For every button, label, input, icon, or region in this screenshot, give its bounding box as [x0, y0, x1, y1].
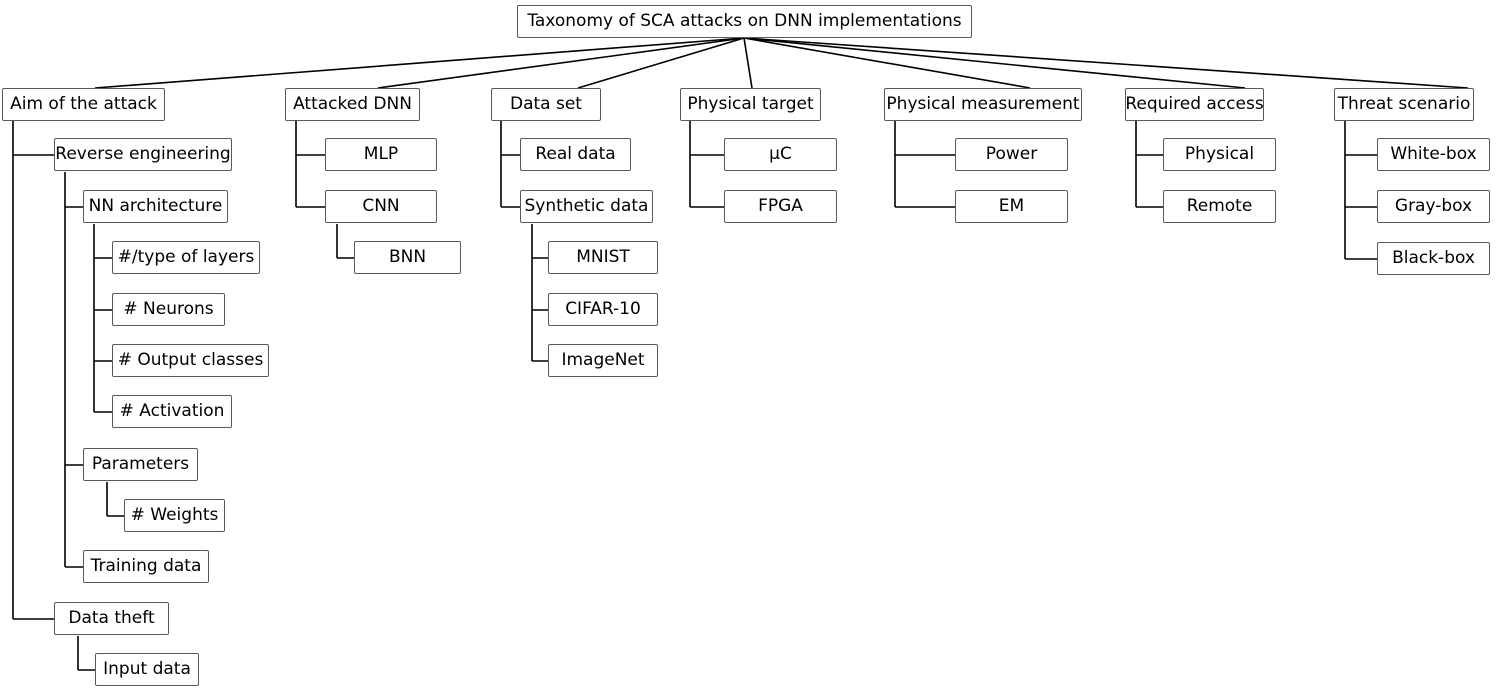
node-remote[interactable]: Remote — [1163, 190, 1276, 223]
node-input-data[interactable]: Input data — [95, 653, 199, 686]
node-label: Physical measurement — [886, 94, 1080, 114]
node-physical-target[interactable]: Physical target — [680, 88, 821, 121]
node-label: Aim of the attack — [10, 94, 157, 114]
node-label: Remote — [1186, 196, 1253, 216]
edge-root-aim-of-the-attack — [94, 37, 745, 89]
node-label: White-box — [1390, 144, 1477, 164]
node-label: Attacked DNN — [293, 94, 412, 114]
node-threat-scenario[interactable]: Threat scenario — [1334, 88, 1474, 121]
node-activation[interactable]: # Activation — [112, 395, 232, 428]
node-label: Threat scenario — [1337, 94, 1471, 114]
node-bnn[interactable]: BNN — [354, 241, 461, 274]
edge-data-theft-children — [77, 636, 95, 671]
node-microcontroller[interactable]: µC — [724, 138, 837, 171]
node-em[interactable]: EM — [955, 190, 1068, 223]
node-label: #/type of layers — [117, 247, 255, 267]
edge-reverse-engineering-children — [64, 172, 83, 568]
node-weights[interactable]: # Weights — [124, 499, 225, 532]
edge-root-attacked-dnn — [377, 37, 745, 89]
node-reverse-engineering[interactable]: Reverse engineering — [54, 138, 232, 171]
edge-root-data-set — [577, 37, 745, 89]
edge-attacked-dnn-children — [295, 121, 325, 208]
edge-synthetic-data-children — [531, 224, 548, 362]
node-physical[interactable]: Physical — [1163, 138, 1276, 171]
node-label: Synthetic data — [524, 196, 649, 216]
node-label: BNN — [388, 247, 427, 267]
node-cifar-10[interactable]: CIFAR-10 — [548, 293, 658, 326]
node-label: # Activation — [119, 401, 225, 421]
node-label: Physical target — [687, 94, 814, 114]
node-aim-of-the-attack[interactable]: Aim of the attack — [2, 88, 165, 121]
node-label: NN architecture — [88, 196, 223, 216]
node-mlp[interactable]: MLP — [325, 138, 437, 171]
node-label: Real data — [535, 144, 616, 164]
edge-cnn-children — [336, 224, 354, 259]
node-cnn[interactable]: CNN — [325, 190, 437, 223]
node-label: # Output classes — [117, 350, 264, 370]
node-physical-measurement[interactable]: Physical measurement — [884, 88, 1082, 121]
node-type-of-layers[interactable]: #/type of layers — [112, 241, 260, 274]
node-label: Gray-box — [1394, 196, 1473, 216]
edge-aim-children — [12, 121, 54, 620]
node-label: # Weights — [130, 505, 219, 525]
node-mnist[interactable]: MNIST — [548, 241, 658, 274]
node-label: Data set — [510, 94, 582, 114]
node-label: Data theft — [68, 608, 155, 628]
edge-physical-target-children — [689, 121, 724, 208]
node-attacked-dnn[interactable]: Attacked DNN — [285, 88, 420, 121]
node-required-access[interactable]: Required access — [1125, 88, 1264, 121]
node-neurons[interactable]: # Neurons — [112, 293, 225, 326]
node-training-data[interactable]: Training data — [83, 550, 209, 583]
node-nn-architecture[interactable]: NN architecture — [83, 190, 228, 223]
node-real-data[interactable]: Real data — [520, 138, 631, 171]
node-label: # Neurons — [123, 299, 214, 319]
node-label: Training data — [90, 556, 202, 576]
node-label: Black-box — [1392, 248, 1475, 268]
node-root[interactable]: Taxonomy of SCA attacks on DNN implement… — [517, 5, 972, 38]
node-root-label: Taxonomy of SCA attacks on DNN implement… — [527, 11, 962, 31]
node-black-box[interactable]: Black-box — [1377, 242, 1490, 275]
node-label: Parameters — [91, 454, 190, 474]
node-fpga[interactable]: FPGA — [724, 190, 837, 223]
node-data-theft[interactable]: Data theft — [54, 602, 169, 635]
edge-root-physical-target — [743, 37, 753, 89]
node-imagenet[interactable]: ImageNet — [548, 344, 658, 377]
node-label: Required access — [1125, 94, 1264, 114]
edge-physical-measurement-children — [894, 121, 955, 208]
node-label: CIFAR-10 — [565, 299, 641, 319]
node-label: Physical — [1184, 144, 1255, 164]
node-label: ImageNet — [561, 350, 645, 370]
node-label: MLP — [363, 144, 399, 164]
node-label: Input data — [103, 659, 191, 679]
node-label: MNIST — [576, 247, 630, 267]
node-label: FPGA — [758, 196, 803, 216]
node-label: Reverse engineering — [55, 144, 231, 164]
edge-root-physical-measurement — [743, 37, 1031, 89]
edge-threat-scenario-children — [1344, 121, 1377, 260]
edge-required-access-children — [1135, 121, 1163, 208]
node-output-classes[interactable]: # Output classes — [112, 344, 269, 377]
node-power[interactable]: Power — [955, 138, 1068, 171]
edge-data-set-children — [500, 121, 520, 208]
node-label: EM — [998, 196, 1025, 216]
node-gray-box[interactable]: Gray-box — [1377, 190, 1490, 223]
node-synthetic-data[interactable]: Synthetic data — [520, 190, 653, 223]
node-white-box[interactable]: White-box — [1377, 138, 1490, 171]
node-data-set[interactable]: Data set — [491, 88, 601, 121]
node-label: µC — [769, 144, 792, 164]
node-parameters[interactable]: Parameters — [83, 448, 198, 481]
edge-root-threat-scenario — [743, 37, 1469, 89]
node-label: Power — [985, 144, 1038, 164]
edge-root-required-access — [743, 37, 1246, 89]
node-label: CNN — [362, 196, 400, 216]
